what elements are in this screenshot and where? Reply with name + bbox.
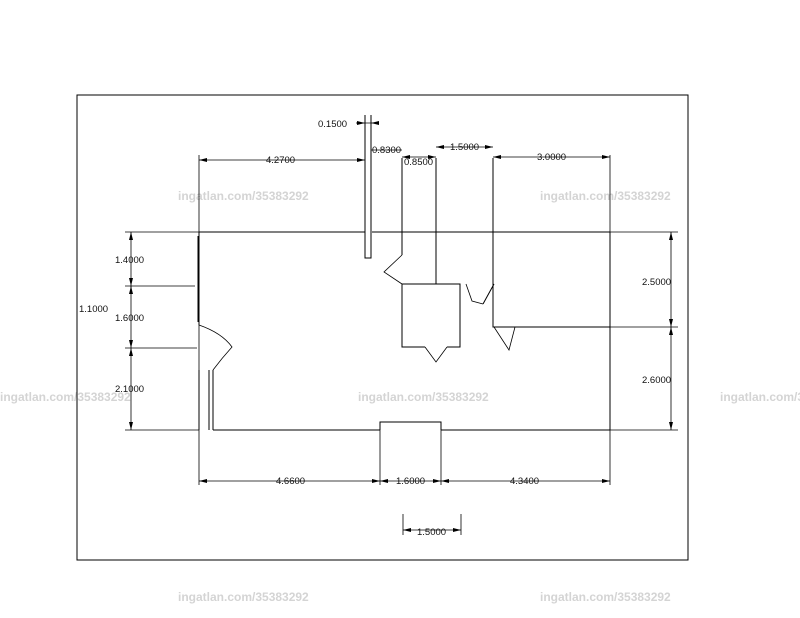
sheet-border <box>76 94 689 561</box>
watermark-text: ingatlan.com/35383292 <box>540 189 671 203</box>
dim-label-top-mid: 1.5000 <box>450 142 479 153</box>
dim-label-top-door-a: 0.8300 <box>372 145 401 156</box>
dim-label-top-right-run: 3.0000 <box>537 152 566 163</box>
door-swings <box>198 254 516 371</box>
dim-label-left-lower: 2.1000 <box>115 384 144 395</box>
dim-label-right-upper: 2.5000 <box>642 277 671 288</box>
outer-walls <box>197 231 611 431</box>
watermark-text: ingatlan.com/35383292 <box>0 390 131 404</box>
dim-label-top-gap: 0.1500 <box>318 119 347 130</box>
dim-label-bottom-extra: 1.5000 <box>417 527 446 538</box>
dim-label-bottom-right: 4.3400 <box>510 476 539 487</box>
partition-post <box>364 115 372 259</box>
dim-label-bottom-mid: 1.6000 <box>396 476 425 487</box>
watermark-text: ingatlan.com/35383292 <box>540 590 671 604</box>
dim-label-bottom-left: 4.6600 <box>276 476 305 487</box>
dimension-arrows <box>129 121 673 532</box>
watermark-text: ingatlan.com/35383292 <box>720 390 800 404</box>
dim-label-right-lower: 2.6000 <box>642 375 671 386</box>
interior-walls <box>401 158 610 348</box>
dim-label-left-upper: 1.4000 <box>115 255 144 266</box>
extension-lines <box>125 155 678 535</box>
watermark-text: ingatlan.com/35383292 <box>178 189 309 203</box>
dim-label-left-door-inner: 1.6000 <box>115 313 144 324</box>
balcony-notch <box>379 421 442 430</box>
watermark-text: ingatlan.com/35383292 <box>178 590 309 604</box>
dim-label-top-door-b: 0.8500 <box>404 157 433 168</box>
watermark-text: ingatlan.com/35383292 <box>358 390 489 404</box>
dim-label-top-left-run: 4.2700 <box>266 155 295 166</box>
dim-label-left-door-outer: 1.1000 <box>79 304 108 315</box>
